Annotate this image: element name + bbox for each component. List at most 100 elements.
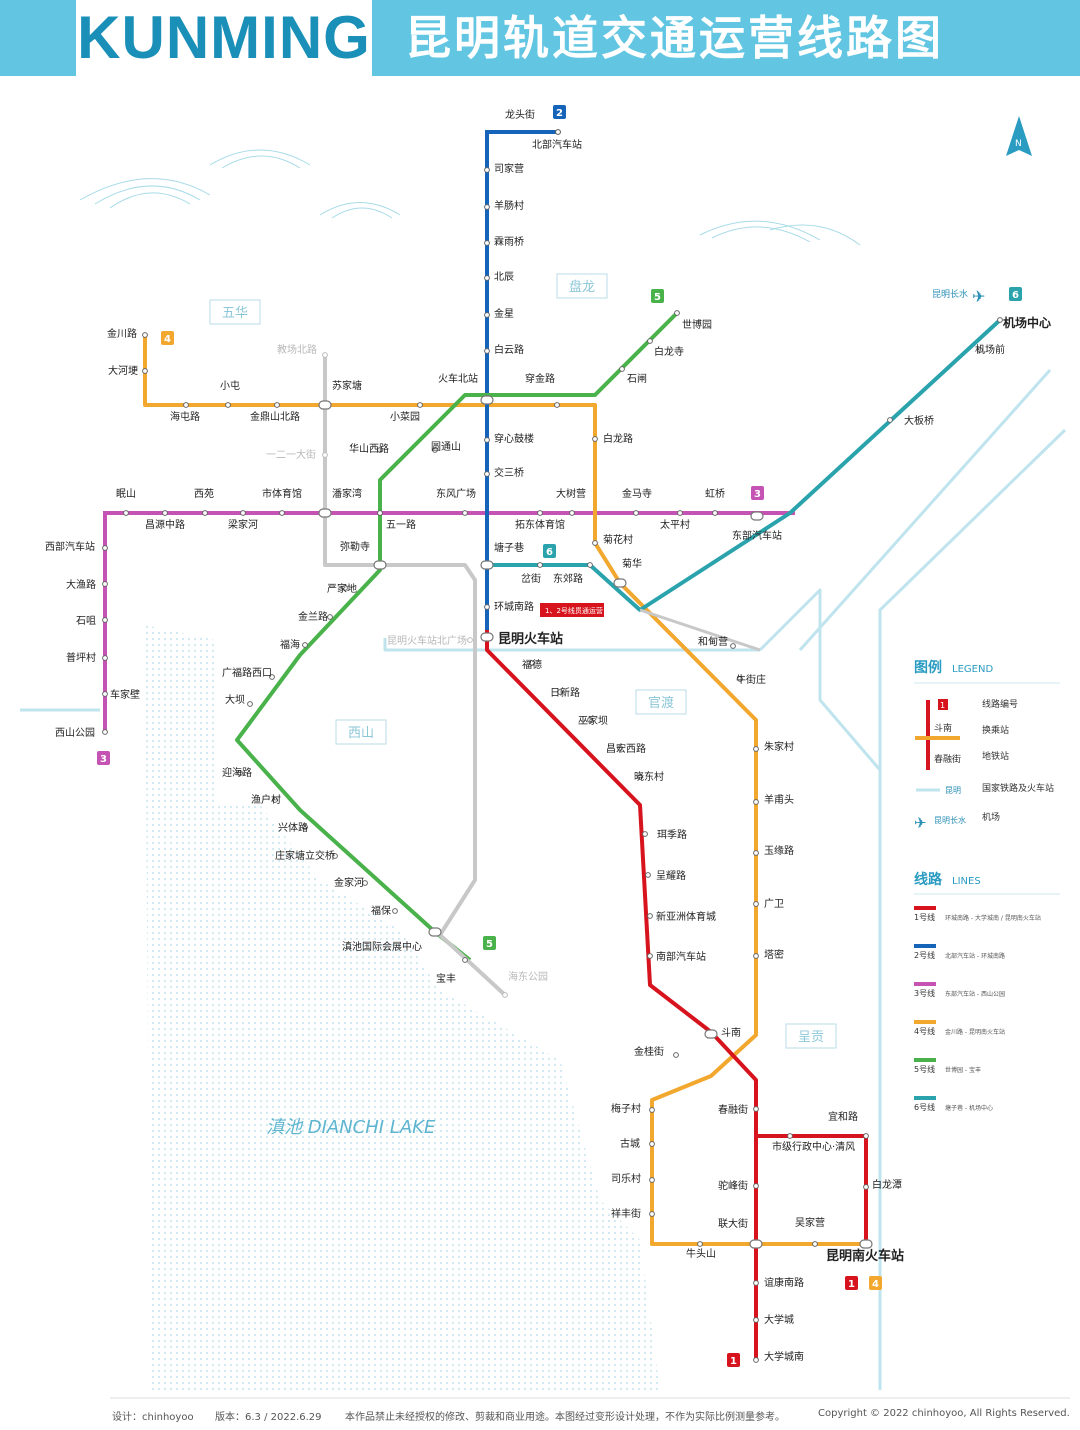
station-s19[interactable]: 日新路: [550, 686, 580, 699]
station-s31[interactable]: 联大街: [718, 1217, 763, 1249]
station-s76[interactable]: 吴家营: [795, 1216, 825, 1247]
station-s45[interactable]: 昌源中路: [145, 510, 185, 531]
station-s93[interactable]: 庄家塘立交桥: [275, 849, 338, 862]
station-s100[interactable]: 大板桥: [887, 414, 934, 427]
station-s49[interactable]: 石咀: [76, 615, 108, 627]
station-s66[interactable]: 羊甫头: [753, 793, 794, 806]
station-s55[interactable]: 小屯: [220, 379, 240, 408]
station-s64[interactable]: 牛街庄: [736, 673, 766, 686]
station-s28[interactable]: 春融街: [718, 1103, 759, 1116]
station-s22[interactable]: 晓东村: [634, 770, 664, 783]
station-s63[interactable]: 和甸营: [698, 635, 736, 649]
station-s68[interactable]: 广卫: [753, 898, 784, 910]
station-s72[interactable]: 古城: [620, 1137, 655, 1150]
station-s80[interactable]: 白龙寺: [647, 338, 684, 358]
station-s41[interactable]: 金马寺: [622, 487, 652, 516]
station-s47[interactable]: 西部汽车站: [45, 540, 108, 553]
station-s54[interactable]: 大河埂: [108, 364, 148, 377]
station-s51[interactable]: 车家壁: [102, 688, 140, 701]
station-s60[interactable]: 白龙路: [592, 432, 633, 445]
station-s37[interactable]: 西苑: [194, 487, 214, 516]
station-s104[interactable]: 教场北路: [277, 343, 328, 358]
station-s07[interactable]: 金星: [484, 307, 514, 320]
station-s81[interactable]: 石闸: [619, 366, 647, 385]
station-s42[interactable]: 虹桥: [705, 488, 725, 516]
station-s10[interactable]: 小菜园: [390, 402, 423, 423]
station-s39[interactable]: 潘家湾: [318, 487, 362, 518]
station-s85[interactable]: 严家地: [327, 582, 357, 595]
station-s50[interactable]: 普坪村: [66, 651, 108, 664]
station-s96[interactable]: 滇池国际会展中心: [342, 927, 442, 953]
station-s62[interactable]: 菊华: [613, 557, 642, 588]
station-s79[interactable]: 世博园: [674, 310, 712, 331]
station-s83[interactable]: 圆通山: [431, 441, 461, 453]
station-s11[interactable]: 穿心鼓楼: [484, 432, 534, 445]
station-s89[interactable]: 大坝: [225, 693, 253, 707]
station-s02[interactable]: 北部汽车站: [532, 129, 582, 151]
station-s17[interactable]: 昆明火车站: [480, 631, 563, 647]
station-s14[interactable]: 五一路: [377, 510, 416, 531]
station-s101[interactable]: 太平村: [660, 510, 690, 531]
station-s56[interactable]: 海屯路: [170, 402, 200, 423]
station-s21[interactable]: 昌宏西路: [606, 742, 646, 755]
station-s97[interactable]: 宝丰: [436, 957, 468, 985]
station-s71[interactable]: 梅子村: [611, 1102, 655, 1115]
station-s43[interactable]: 东部汽车站: [732, 511, 782, 542]
station-s05[interactable]: 霖雨桥: [484, 236, 524, 248]
station-s88[interactable]: 广福路西口: [222, 666, 275, 680]
station-s38[interactable]: 市体育馆: [262, 487, 302, 516]
station-s82[interactable]: 华山西路: [349, 442, 389, 455]
station-s78[interactable]: 白龙潭: [863, 1178, 902, 1191]
station-s48[interactable]: 大渔路: [66, 578, 108, 591]
station-s12[interactable]: 交三桥: [484, 466, 524, 479]
station-s52[interactable]: 西山公园: [55, 727, 108, 739]
station-s32[interactable]: 昆明南火车站: [826, 1239, 904, 1264]
station-s29[interactable]: 市级行政中心·清风: [772, 1133, 855, 1153]
station-s25[interactable]: 新亚洲体育城: [647, 910, 716, 923]
station-s105[interactable]: 一二一大街: [266, 448, 328, 461]
station-s04[interactable]: 羊肠村: [484, 199, 524, 212]
station-s13[interactable]: 东风广场: [436, 487, 476, 516]
station-s34[interactable]: 大学城: [753, 1313, 794, 1326]
station-s70[interactable]: 金桂街: [634, 1045, 679, 1058]
station-s103[interactable]: 东郊路: [553, 562, 593, 585]
station-s30[interactable]: 驼峰街: [718, 1179, 759, 1192]
station-s67[interactable]: 玉缘路: [753, 844, 794, 857]
station-s53[interactable]: 金川路: [107, 327, 148, 340]
station-s57[interactable]: 金鼎山北路: [250, 402, 300, 423]
station-s92[interactable]: 兴体路: [278, 821, 308, 834]
station-s95[interactable]: 福保: [371, 904, 398, 917]
station-s90[interactable]: 迎海路: [222, 766, 252, 779]
station-s03[interactable]: 司家营: [484, 162, 524, 175]
station-s84[interactable]: 弥勒寺: [340, 540, 387, 570]
station-s94[interactable]: 金家河: [334, 876, 368, 889]
station-s26[interactable]: 南部汽车站: [647, 950, 706, 963]
station-s98[interactable]: 机场中心: [997, 315, 1051, 330]
station-s65[interactable]: 朱家村: [753, 740, 794, 753]
station-s36[interactable]: 眠山: [116, 488, 136, 516]
station-s35[interactable]: 大学城南: [753, 1350, 804, 1363]
station-s75[interactable]: 牛头山: [686, 1241, 716, 1260]
station-s106[interactable]: 昆明火车站北广场: [387, 634, 473, 647]
station-s09[interactable]: 火车北站: [438, 372, 494, 405]
station-s24[interactable]: 呈耀路: [645, 869, 686, 882]
station-s61[interactable]: 菊花村: [592, 533, 633, 546]
station-s73[interactable]: 司乐村: [611, 1172, 655, 1185]
station-s99[interactable]: 机场前: [975, 343, 1005, 356]
station-s18[interactable]: 福德: [522, 658, 542, 671]
station-s58[interactable]: 苏家塘: [318, 379, 362, 410]
station-s69[interactable]: 塔密: [753, 948, 784, 961]
station-s20[interactable]: 巫家坝: [578, 714, 608, 727]
station-s23[interactable]: 珥季路: [642, 828, 687, 841]
station-s08[interactable]: 白云路: [484, 343, 524, 356]
station-s107[interactable]: 海东公园: [502, 970, 548, 998]
station-s59[interactable]: 穿金路: [525, 372, 560, 408]
station-s86[interactable]: 金兰路: [298, 610, 333, 623]
station-s77[interactable]: 宜和路: [828, 1110, 869, 1139]
station-s87[interactable]: 福海: [280, 638, 308, 651]
station-s16[interactable]: 环城南路: [484, 600, 534, 613]
station-s44[interactable]: 拓东体育馆: [515, 510, 565, 531]
station-s15[interactable]: 塘子巷: [480, 541, 524, 570]
station-s74[interactable]: 祥丰街: [611, 1207, 655, 1220]
station-s102[interactable]: 岔街: [521, 562, 543, 585]
